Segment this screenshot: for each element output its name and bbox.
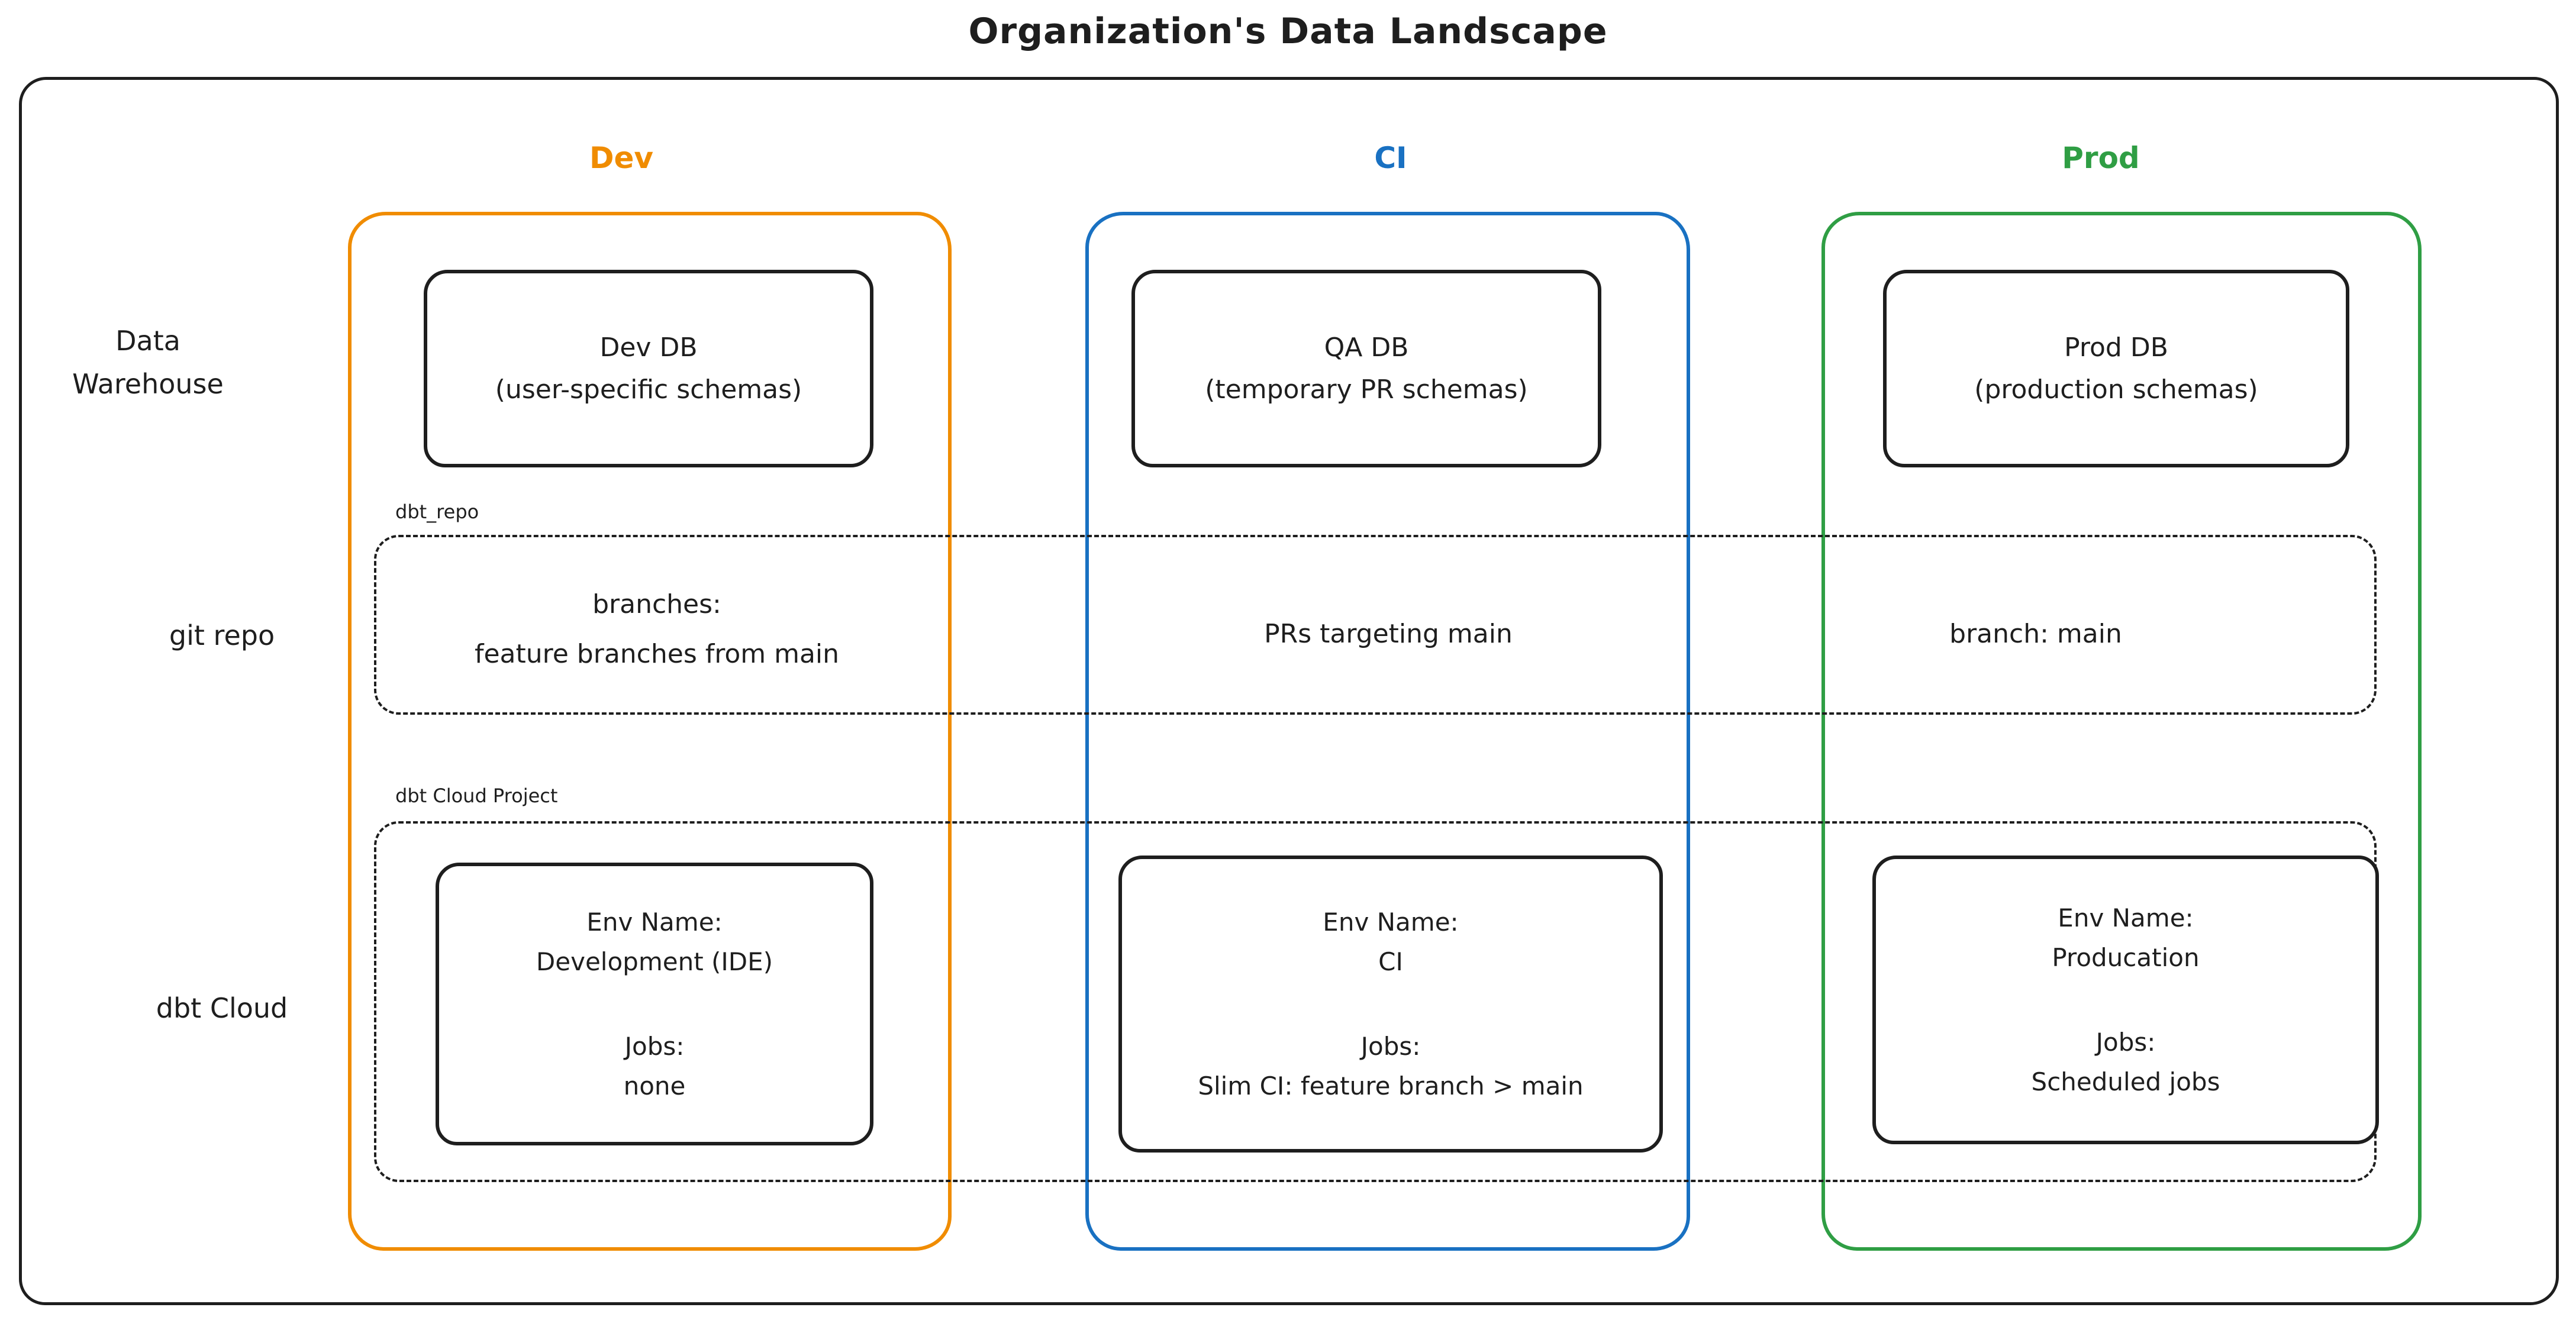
dbt-cloud-project-group-label: dbt Cloud Project — [395, 785, 558, 807]
dbt-repo-group — [374, 535, 2377, 715]
column-header-prod: Prod — [2062, 141, 2140, 175]
jobs-label: Jobs: — [624, 1032, 685, 1061]
db-name: QA DB — [1324, 332, 1409, 363]
jobs-value: Scheduled jobs — [2031, 1067, 2220, 1097]
jobs-label: Jobs: — [2095, 1028, 2156, 1057]
db-detail: (production schemas) — [1974, 375, 2258, 405]
jobs-value: none — [623, 1071, 686, 1101]
dev-env-box: Env Name: Development (IDE) Jobs: none — [436, 863, 873, 1145]
env-name-value: Development (IDE) — [536, 947, 773, 976]
dbt-repo-group-label: dbt_repo — [395, 501, 479, 523]
env-name-label: Env Name: — [586, 907, 723, 937]
prod-env-box: Env Name: Producation Jobs: Scheduled jo… — [1872, 856, 2379, 1144]
column-header-dev: Dev — [589, 141, 653, 175]
prod-db-box: Prod DB (production schemas) — [1883, 270, 2349, 467]
landscape-container — [19, 77, 2559, 1305]
env-name-value: CI — [1378, 947, 1403, 976]
row-label-data-warehouse: Data Warehouse — [72, 325, 224, 400]
db-detail: (temporary PR schemas) — [1205, 375, 1528, 405]
git-repo-dev-cell: branches: feature branches from main — [379, 580, 935, 679]
row-label-git-repo: git repo — [169, 619, 275, 651]
db-detail: (user-specific schemas) — [495, 375, 802, 405]
column-header-ci: CI — [1374, 141, 1407, 175]
dev-column-frame — [348, 212, 952, 1251]
env-name-label: Env Name: — [2058, 903, 2194, 932]
prod-column-frame — [1821, 212, 2422, 1251]
git-repo-prod-cell: branch: main — [1949, 619, 2122, 649]
env-name-label: Env Name: — [1323, 907, 1459, 937]
dev-db-box: Dev DB (user-specific schemas) — [424, 270, 873, 467]
db-name: Dev DB — [599, 332, 698, 363]
jobs-value: Slim CI: feature branch > main — [1198, 1071, 1584, 1101]
ci-env-box: Env Name: CI Jobs: Slim CI: feature bran… — [1118, 856, 1663, 1153]
git-repo-ci-cell: PRs targeting main — [1264, 619, 1513, 649]
qa-db-box: QA DB (temporary PR schemas) — [1131, 270, 1601, 467]
ci-column-frame — [1085, 212, 1690, 1251]
diagram-title: Organization's Data Landscape — [968, 11, 1608, 52]
jobs-label: Jobs: — [1360, 1032, 1421, 1061]
git-repo-dev-line2: feature branches from main — [474, 638, 840, 669]
db-name: Prod DB — [2064, 332, 2168, 363]
env-name-value: Producation — [2052, 942, 2200, 972]
git-repo-dev-line1: branches: — [592, 589, 721, 619]
row-label-dbt-cloud: dbt Cloud — [156, 992, 288, 1024]
